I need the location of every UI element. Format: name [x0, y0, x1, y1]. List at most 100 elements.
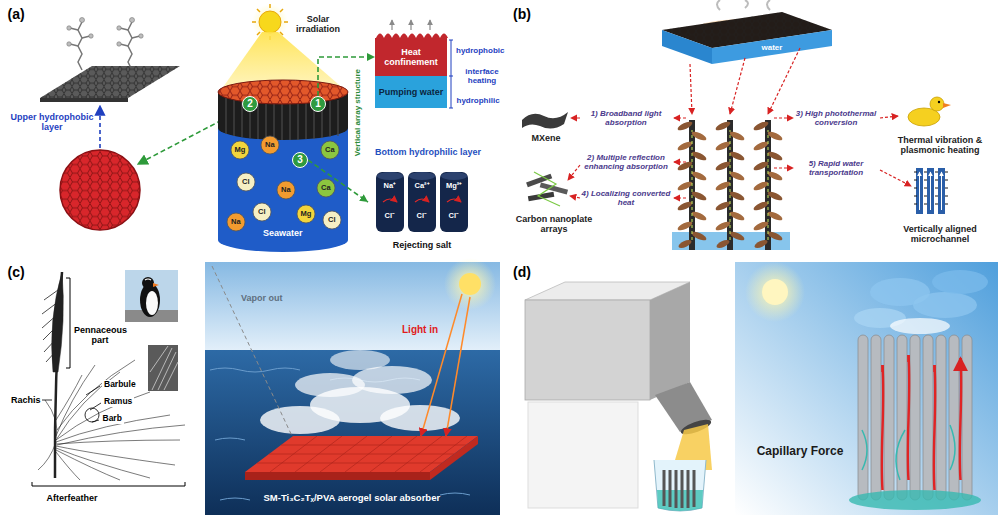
capillary-scene — [962, 335, 972, 500]
panel-letter: (a) — [8, 6, 25, 22]
dashed-arrow — [571, 117, 580, 118]
leader-line — [86, 386, 100, 395]
ion-ball — [253, 203, 271, 221]
annotation: Seawater — [263, 228, 303, 238]
step-label: 5) Rapid water transportation — [795, 159, 877, 177]
connector-label: Vertical array structure — [352, 69, 361, 156]
sun-icon — [259, 11, 281, 33]
microchannel-icon — [941, 172, 942, 210]
solar-simulator — [654, 460, 706, 511]
penguin-photo — [146, 291, 158, 315]
hydrophobic-chain — [128, 22, 132, 70]
dashed-arrow — [774, 117, 793, 118]
seawater-cylinder — [218, 80, 348, 252]
ocean-scene — [210, 368, 470, 500]
leader-line — [90, 403, 101, 410]
layer-box: Heat confinement — [375, 38, 447, 76]
reject-arrow — [383, 199, 397, 202]
node-text: Rejecting salt — [393, 240, 452, 250]
fluorine-atom — [67, 18, 143, 47]
duck-icon — [930, 97, 944, 111]
salt-pillar — [409, 172, 435, 180]
dashed-arrow — [690, 48, 800, 114]
graphene-sheet — [40, 66, 180, 102]
annotation: water — [762, 43, 783, 52]
capillary-scene — [890, 318, 950, 334]
ion-ball — [237, 173, 255, 191]
evaporator-slab — [712, 30, 832, 64]
ion-symbol: Cl — [258, 208, 266, 217]
solar-simulator — [650, 282, 690, 400]
hexagonal-disc — [60, 150, 140, 230]
ion-symbol: Ca — [325, 146, 335, 155]
seawater-cylinder — [218, 80, 348, 104]
microchannel-icon — [914, 168, 948, 214]
hydrophobic-chain — [78, 22, 82, 70]
duck-icon — [938, 101, 940, 103]
callout-circle: 3 — [292, 152, 308, 168]
ocean-scene — [421, 294, 462, 436]
ion-symbol: Cl⁻ — [449, 212, 460, 221]
micrograph-inset — [148, 345, 178, 391]
penguin-photo — [125, 270, 178, 322]
ion-symbol: Cl⁻ — [417, 212, 428, 221]
ocean-scene — [205, 350, 500, 515]
fluorine-atom — [139, 34, 143, 38]
vapor-arrow — [392, 20, 430, 30]
graphene-sheet — [40, 66, 180, 98]
mxene-sheet — [522, 112, 568, 129]
fluorine-atom — [117, 42, 121, 46]
vapor-arrow — [410, 20, 411, 30]
dashed-arrow — [880, 170, 911, 186]
leader-line — [42, 400, 52, 401]
node-text: 2 — [247, 98, 253, 110]
ion-symbol: Ca²⁺ — [415, 182, 430, 191]
annotation: interface heating — [455, 67, 509, 85]
step-label: 1) Broadband light absorption — [580, 109, 672, 127]
capillary-scene — [858, 335, 868, 500]
annotation: Solar irradiation — [290, 14, 346, 35]
panel-letter: (b) — [513, 6, 531, 22]
part-label: Afterfeather — [47, 493, 98, 503]
nanoplate-pillar — [676, 120, 707, 250]
capillary-scene — [745, 262, 805, 322]
ion-ball — [261, 136, 279, 154]
dashed-arrow — [674, 197, 686, 198]
annotation: Thermal vibration & plasmonic heating — [885, 135, 995, 156]
hexagonal-disc — [60, 150, 140, 230]
annotation: Vapor out — [241, 293, 283, 303]
vapor-arrow — [429, 20, 430, 30]
annotation: hydrophilic — [457, 96, 500, 105]
caption-label: SM-Ti₃C₂Tₓ/PVA aerogel solar absorber — [264, 493, 441, 504]
ion-symbol: Na⁺ — [384, 182, 397, 191]
fluorine-atom — [130, 18, 135, 23]
callout-circle: 2 — [242, 96, 258, 112]
dashed-arrow — [674, 161, 686, 162]
ion-ball — [323, 211, 341, 229]
duck-icon — [908, 97, 951, 126]
ion-symbol: Ca — [321, 184, 331, 193]
capillary-scene — [871, 335, 881, 500]
dashed-arrow — [880, 116, 898, 118]
salt-pillar — [376, 172, 468, 232]
node-text: Heat confinement — [378, 47, 444, 68]
solar-simulator — [528, 402, 638, 508]
layer-box: Pumping water — [375, 76, 447, 108]
step-label: 4) Localizing converted heat — [580, 189, 672, 207]
seawater-cylinder — [218, 80, 348, 104]
part-label: Ramus — [102, 397, 134, 407]
dashed-arrow — [568, 116, 911, 198]
ion-symbol: Na — [265, 141, 275, 150]
connector-label: Bottom hydrophilic layer — [375, 147, 481, 157]
bracket — [66, 278, 70, 368]
annotation: Upper hydrophobic layer — [7, 112, 97, 133]
ocean-scene — [459, 273, 481, 295]
leader-line — [42, 386, 101, 422]
ocean-scene — [352, 366, 432, 394]
capillary-scene — [949, 335, 959, 500]
part-label: Rachis — [11, 395, 41, 405]
dashed-arrow — [768, 48, 800, 114]
penguin-photo — [125, 270, 178, 322]
leader-line — [92, 420, 99, 422]
